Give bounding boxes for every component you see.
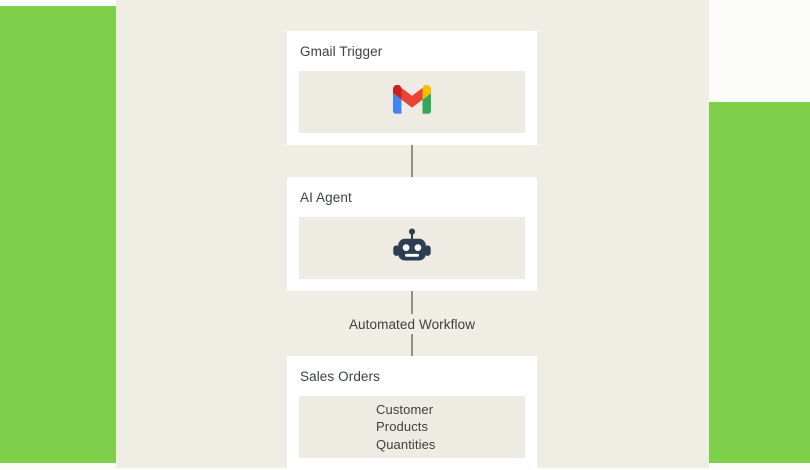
- connector-agent-to-label: [287, 291, 537, 314]
- sales-order-field-list: Customer Products Quantities: [376, 401, 436, 454]
- list-item: Products: [376, 419, 429, 435]
- list-item: Customer: [376, 401, 434, 417]
- workflow-flow-column: Gmail Trigger AI Agent: [287, 31, 537, 470]
- connector-line: [411, 291, 413, 314]
- workflow-connector-label: Automated Workflow: [348, 317, 476, 332]
- workflow-node-gmail-trigger[interactable]: Gmail Trigger: [287, 31, 537, 145]
- robot-icon: [391, 225, 433, 272]
- list-item: Quantities: [376, 436, 436, 452]
- workflow-node-sales-orders[interactable]: Sales Orders Customer Products Quantitie…: [287, 356, 537, 470]
- node-body-sales-orders: Customer Products Quantities: [299, 396, 525, 458]
- connector-label-to-orders: [287, 334, 537, 356]
- node-body-gmail-trigger: [299, 71, 525, 133]
- node-title-sales-orders: Sales Orders: [300, 369, 380, 384]
- connector-line: [411, 334, 413, 356]
- node-title-ai-agent: AI Agent: [300, 190, 352, 205]
- node-body-ai-agent: [299, 217, 525, 279]
- connector-line: [411, 145, 413, 177]
- connector-gmail-to-agent: [287, 145, 537, 177]
- gmail-icon: [393, 84, 431, 119]
- decorative-green-panel-left: [0, 6, 116, 463]
- decorative-green-panel-right: [709, 102, 810, 463]
- workflow-node-ai-agent[interactable]: AI Agent: [287, 177, 537, 291]
- node-title-gmail-trigger: Gmail Trigger: [300, 44, 383, 59]
